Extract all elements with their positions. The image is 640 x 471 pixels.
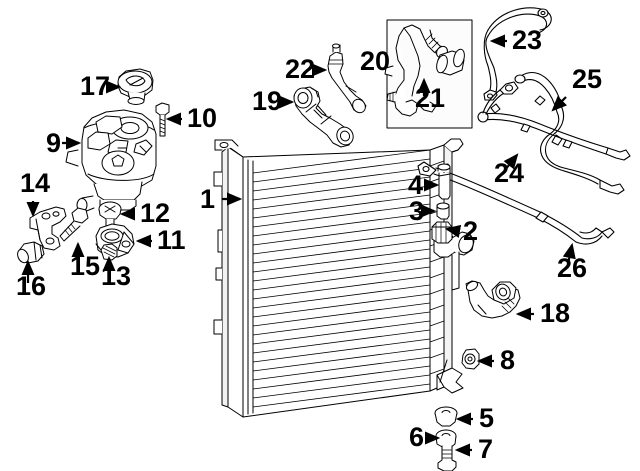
lower-mount-grommet (434, 406, 458, 427)
callout-arrow-25 (551, 95, 568, 112)
callout-label-5[interactable]: 5 (479, 403, 494, 433)
tank-mounting-bolt (155, 102, 170, 137)
washer (435, 429, 457, 449)
callout-label-18[interactable]: 18 (540, 298, 570, 328)
clip-nut (100, 243, 118, 261)
callout-label-16[interactable]: 16 (16, 271, 46, 301)
detail-inset (384, 19, 473, 129)
coolant-hose-assembly (293, 86, 354, 148)
callout-label-20[interactable]: 20 (360, 46, 390, 76)
bracket-screw (98, 201, 122, 229)
callout-label-7[interactable]: 7 (478, 434, 493, 464)
callout-label-23[interactable]: 23 (512, 25, 542, 55)
drain-plug (461, 348, 480, 370)
callout-label-25[interactable]: 25 (572, 64, 602, 94)
callout-label-10[interactable]: 10 (187, 103, 217, 133)
expansion-tank-cap (117, 68, 154, 105)
callout-label-24[interactable]: 24 (494, 158, 524, 188)
coolant-hose-lower (417, 161, 615, 245)
mounting-bolt (437, 445, 457, 471)
spacer-sleeve (436, 202, 450, 220)
callout-label-4[interactable]: 4 (408, 170, 423, 200)
callout-label-17[interactable]: 17 (80, 71, 110, 101)
callout-label-9[interactable]: 9 (46, 128, 61, 158)
callout-label-21[interactable]: 21 (415, 83, 445, 113)
upper-mount-pin (437, 163, 451, 200)
callout-label-19[interactable]: 19 (252, 86, 282, 116)
bracket-bolt (59, 207, 89, 242)
callout-arrow-2 (444, 224, 462, 238)
expansion-tank (65, 109, 157, 213)
callout-label-6[interactable]: 6 (409, 422, 424, 452)
radiator-assembly (213, 138, 475, 418)
callout-label-26[interactable]: 26 (557, 253, 587, 283)
coolant-line-harness (477, 81, 631, 161)
vent-hose (327, 43, 367, 114)
radiator-outlet-hose (465, 280, 521, 319)
callout-label-2[interactable]: 2 (463, 216, 478, 246)
coolant-return-line (483, 7, 552, 101)
callout-label-8[interactable]: 8 (500, 345, 515, 375)
callout-label-13[interactable]: 13 (101, 261, 131, 291)
radiator-mount-bushing (431, 221, 453, 244)
callout-label-22[interactable]: 22 (285, 54, 315, 84)
callout-label-14[interactable]: 14 (20, 168, 50, 198)
callout-label-15[interactable]: 15 (70, 251, 100, 281)
callout-label-11[interactable]: 11 (157, 225, 186, 255)
callout-arrow-24 (503, 153, 519, 171)
callout-label-1[interactable]: 1 (200, 184, 215, 214)
callout-label-12[interactable]: 12 (140, 198, 170, 228)
callout-arrow-26 (562, 242, 576, 265)
mounting-bracket (29, 206, 67, 251)
callout-label-3[interactable]: 3 (409, 196, 424, 226)
